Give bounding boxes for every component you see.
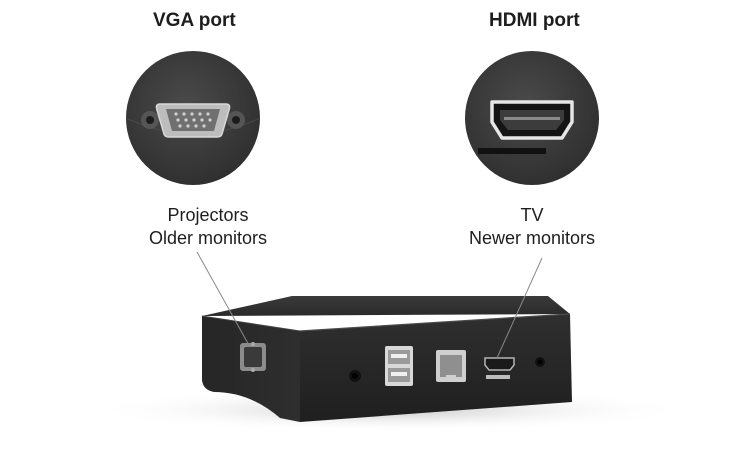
hdmi-port-title: HDMI port xyxy=(489,10,580,31)
device-vga-port xyxy=(240,342,266,372)
hdmi-use-item: Newer monitors xyxy=(468,228,596,248)
device-usb-ports xyxy=(385,346,413,386)
device-ethernet-port xyxy=(436,350,466,382)
hdmi-uses-list: TV Newer monitors xyxy=(442,204,622,250)
vga-use-item: Projectors xyxy=(167,205,249,225)
device-power-jack xyxy=(535,357,545,367)
hdmi-leader-line xyxy=(496,257,543,359)
device-body xyxy=(201,296,572,422)
vga-callout-circle xyxy=(125,51,261,185)
device-audio-jack xyxy=(349,370,361,382)
device-hdmi-port xyxy=(484,357,515,379)
hdmi-callout-circle xyxy=(465,51,599,185)
vga-leader-line xyxy=(196,251,251,348)
hdmi-connector-icon xyxy=(490,100,574,140)
vga-use-item: Older monitors xyxy=(148,228,268,248)
vga-connector-icon xyxy=(141,103,245,138)
vga-port-title: VGA port xyxy=(153,10,236,31)
vga-uses-list: Projectors Older monitors xyxy=(118,204,298,250)
hdmi-use-item: TV xyxy=(520,205,544,225)
